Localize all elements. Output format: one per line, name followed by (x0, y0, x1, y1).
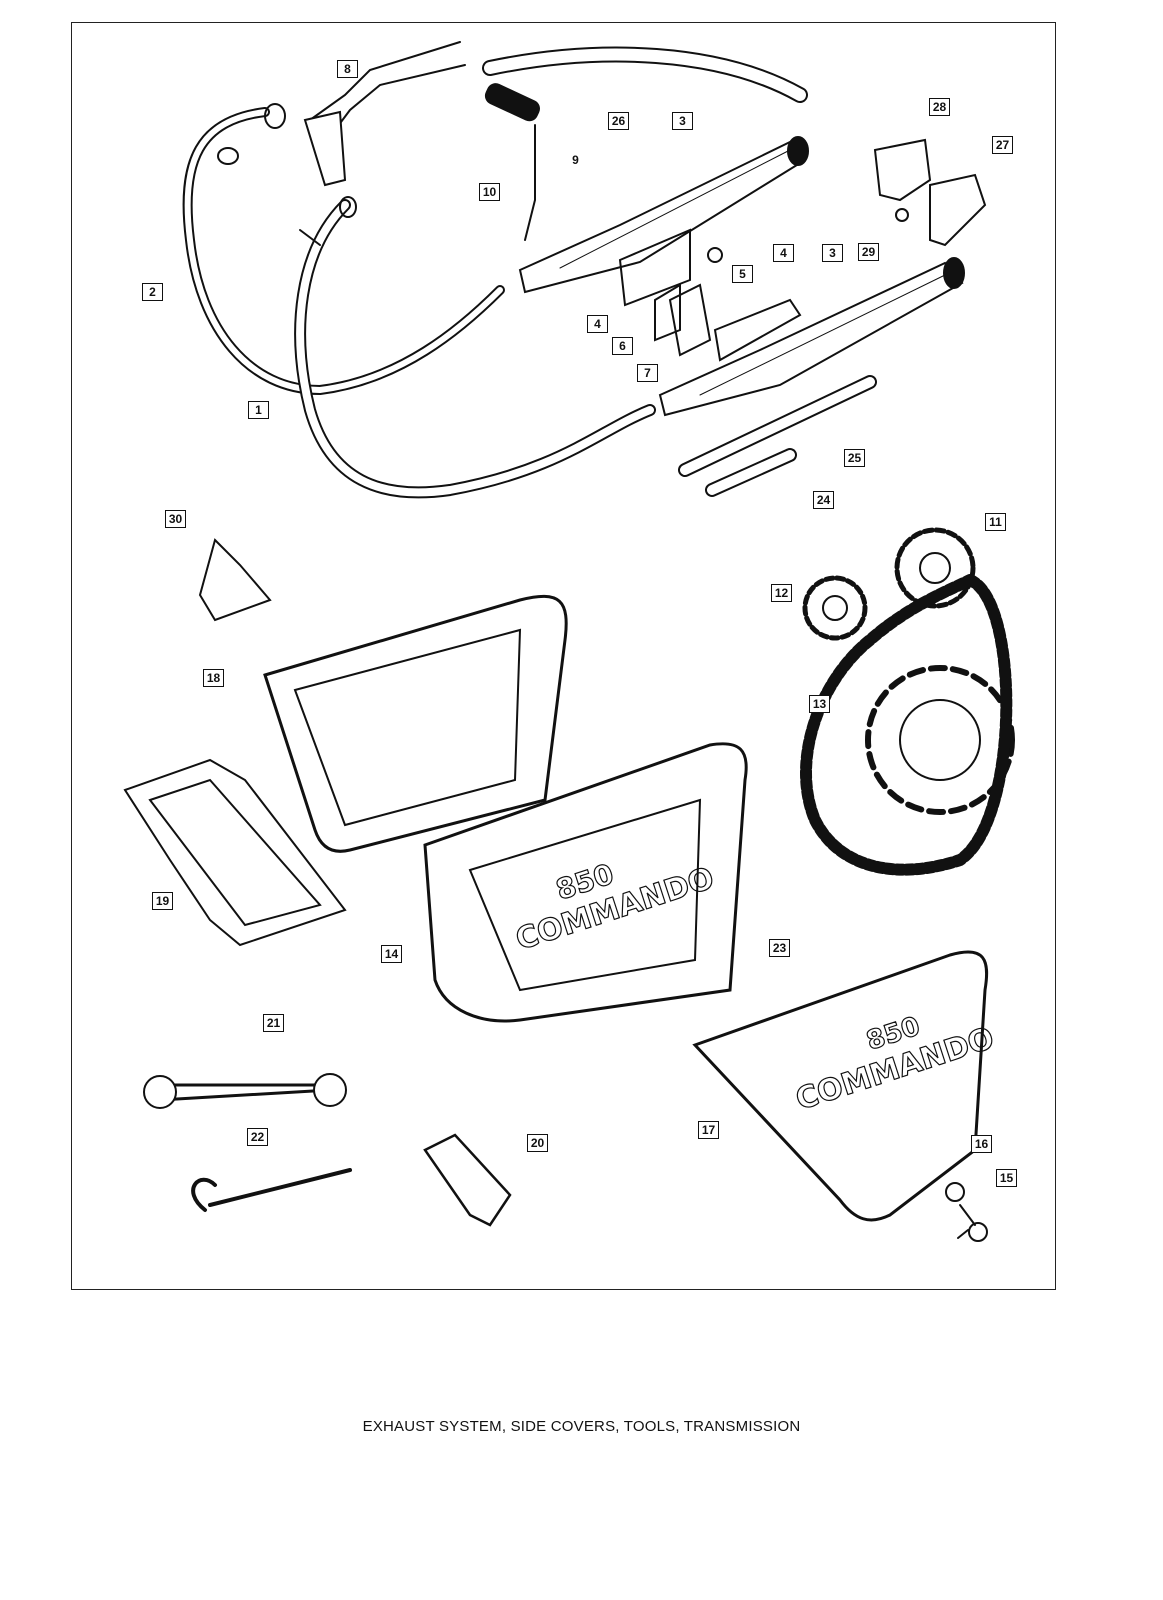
gear-12 (802, 575, 868, 641)
callout-label: 3 (822, 244, 843, 262)
side-cover-frame (263, 594, 568, 853)
gear-11 (894, 527, 976, 609)
callout-label: 11 (985, 513, 1006, 531)
callout-label: 26 (608, 112, 629, 130)
callout-label: 8 (337, 60, 358, 78)
washer (945, 1182, 965, 1202)
callout-label: 1 (248, 401, 269, 419)
callout-label: 29 (858, 243, 879, 261)
side-cover-right (692, 950, 989, 1222)
bolt (707, 247, 723, 263)
callout-label: 4 (587, 315, 608, 333)
drive-chain (800, 574, 1013, 876)
callout-label: 30 (165, 510, 186, 528)
spanner (158, 1083, 332, 1102)
silencer-upper (518, 136, 809, 294)
callout-label: 16 (971, 1135, 992, 1153)
callout-label: 3 (672, 112, 693, 130)
footrest-bracket (303, 41, 466, 187)
callout-label: 18 (203, 669, 224, 687)
side-cover-left (423, 742, 748, 1023)
callout-label: 27 (992, 136, 1013, 154)
cover-screw (957, 1204, 976, 1239)
box-spanner (423, 1133, 512, 1227)
heel-plate (198, 538, 272, 622)
callout-label: 14 (381, 945, 402, 963)
callout-label: 22 (247, 1128, 268, 1146)
footrest-lever (484, 83, 540, 241)
callout-label: 25 (844, 449, 865, 467)
callout-label: 17 (698, 1121, 719, 1139)
callout-label: 20 (527, 1134, 548, 1152)
callout-label: 21 (263, 1014, 284, 1032)
callout-label: 7 (637, 364, 658, 382)
mounting-plate (618, 228, 691, 307)
exhaust-pipe-right (294, 196, 656, 499)
silencer-bracket-right (929, 173, 987, 247)
diagram-frame (71, 22, 1056, 1290)
callout-label: 24 (813, 491, 834, 509)
callout-label: 9 (572, 153, 579, 167)
spacer-plate (654, 283, 681, 342)
c-spanner (191, 1168, 352, 1212)
rear-sprocket (865, 665, 1015, 815)
callout-label: 10 (479, 183, 500, 201)
diagram-caption: EXHAUST SYSTEM, SIDE COVERS, TOOLS, TRAN… (362, 1418, 801, 1435)
callout-label: 4 (773, 244, 794, 262)
callout-label: 5 (732, 265, 753, 283)
mounting-plate-lower (713, 298, 802, 362)
silencer-lower (658, 257, 965, 417)
callout-label: 15 (996, 1169, 1017, 1187)
callout-label: 13 (809, 695, 830, 713)
exhaust-pipe-left (182, 103, 505, 396)
battery-tray (123, 758, 347, 947)
clamp-plate (668, 283, 712, 357)
callout-label: 19 (152, 892, 173, 910)
callout-label: 28 (929, 98, 950, 116)
callout-label: 12 (771, 584, 792, 602)
callout-label: 6 (612, 337, 633, 355)
silencer-bracket (873, 138, 932, 202)
callout-label: 2 (142, 283, 163, 301)
callout-label: 23 (769, 939, 790, 957)
